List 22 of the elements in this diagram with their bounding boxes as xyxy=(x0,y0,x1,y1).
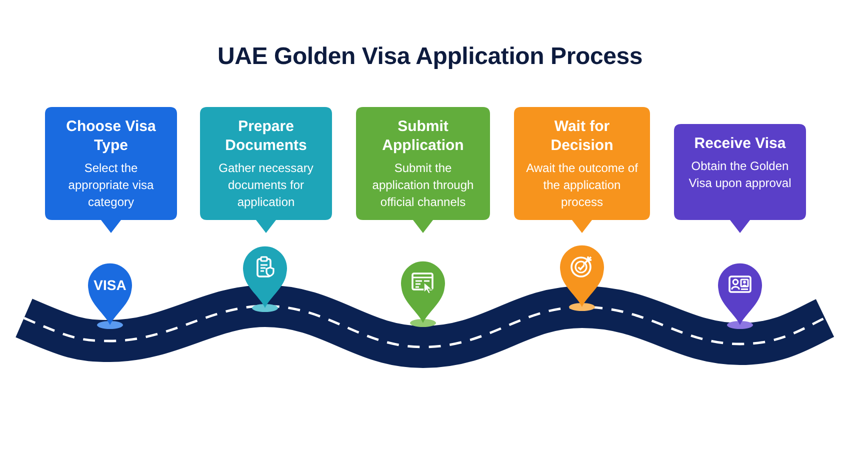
callout-box xyxy=(674,124,806,233)
step-title: Choose Visa Type xyxy=(65,117,157,155)
step-description: Gather necessary documents for application xyxy=(218,160,314,211)
map-pin xyxy=(242,245,288,313)
diagram-title: UAE Golden Visa Application Process xyxy=(217,42,643,72)
map-pin xyxy=(717,262,763,330)
step-description: Await the outcome of the application process xyxy=(525,160,639,211)
step-title: Prepare Documents xyxy=(224,117,308,155)
map-pin xyxy=(559,244,605,312)
callout-box xyxy=(200,107,332,233)
step-title: Receive Visa xyxy=(694,134,786,153)
callout-box xyxy=(356,107,490,233)
callout-box xyxy=(514,107,650,233)
step-description: Submit the application through official channels xyxy=(371,160,475,211)
step-description: Select the appropriate visa category xyxy=(67,160,155,211)
step-title: Wait for Decision xyxy=(550,117,614,155)
map-pin xyxy=(87,262,133,330)
map-pin xyxy=(400,260,446,328)
step-description: Obtain the Golden Visa upon approval xyxy=(688,158,792,192)
pin-label: VISA xyxy=(94,277,126,293)
step-title: Submit Application xyxy=(381,117,465,155)
callout-box xyxy=(45,107,177,233)
